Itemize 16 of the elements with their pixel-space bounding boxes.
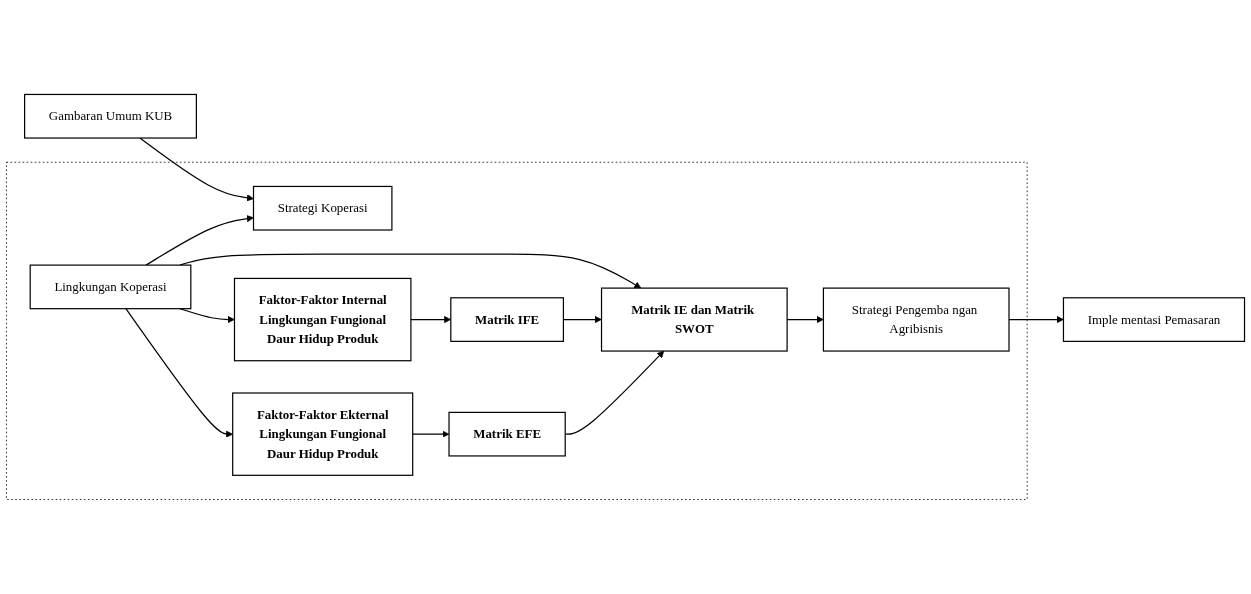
node-box: Faktor-Faktor Ekternal Lingkungan Fungional Daur Hidup Produk [232, 392, 414, 476]
arrow [179, 308, 235, 324]
node-box: Strategi Koperasi [252, 185, 393, 231]
node-box: Matrik EFE [448, 411, 566, 457]
node-box: Imple mentasi Pemasaran [1062, 297, 1246, 342]
node-box: Strategi Pengemba ngan Agribisnis [822, 287, 1010, 352]
arrow [412, 430, 450, 438]
node-box: Matrik IE dan Matrik SWOT [600, 287, 788, 352]
arrow [125, 308, 233, 438]
node-box: Gambaran Umum KUB [24, 93, 197, 139]
node-box: Lingkungan Koperasi [29, 264, 192, 310]
node-box: Matrik IFE [450, 297, 564, 342]
node-box: Faktor-Faktor Internal Lingkungan Fungional Daur Hidup Produk [233, 277, 412, 362]
cluster [6, 161, 1028, 500]
arrow [139, 137, 254, 202]
arrow [145, 215, 254, 266]
